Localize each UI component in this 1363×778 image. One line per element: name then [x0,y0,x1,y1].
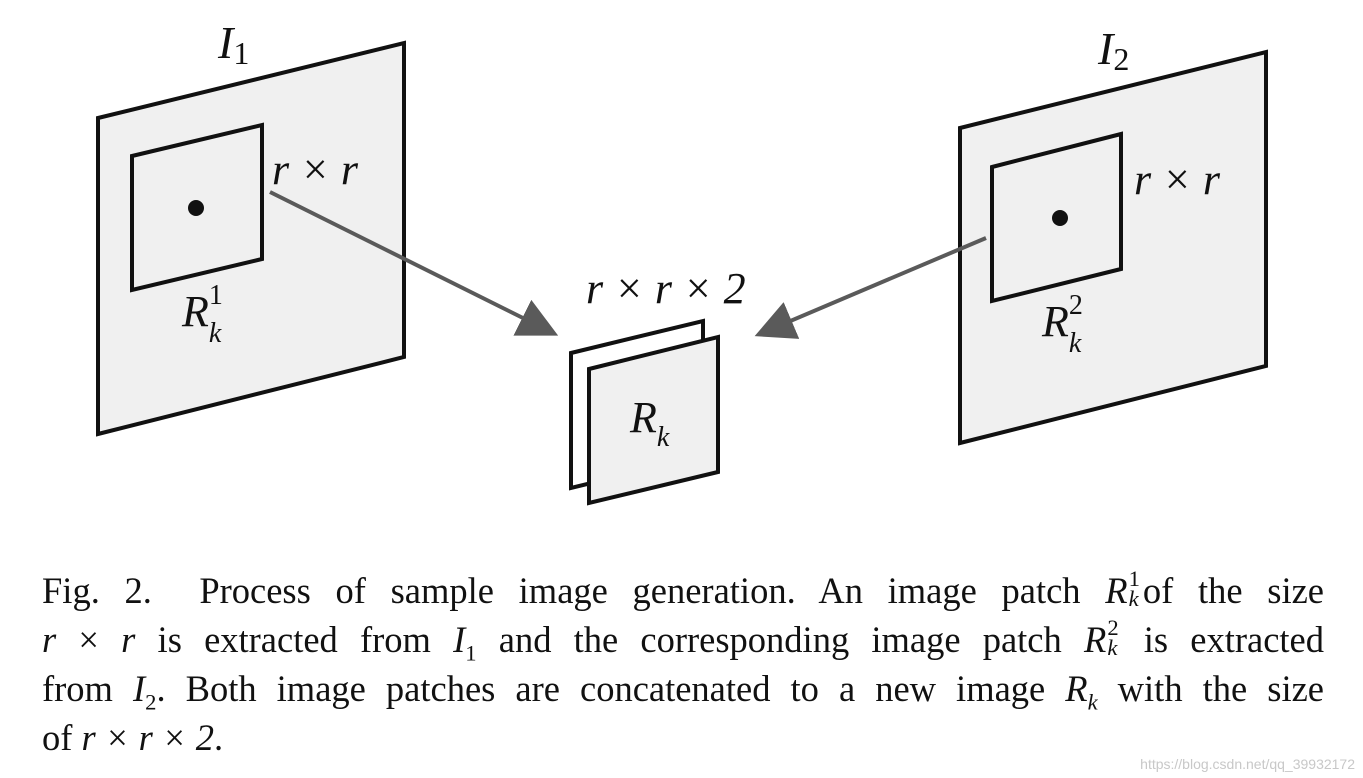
figure-caption: Fig. 2.Process of sample image generatio… [42,566,1324,762]
watermark: https://blog.csdn.net/qq_39932172 [1140,756,1355,772]
combined-front-layer [587,334,720,506]
image-1-panel [96,40,406,437]
image-1-patch-size: r × r [272,145,359,194]
caption-line-4: of r × r × 2. [42,717,224,758]
image-1-label: I1 [217,17,249,71]
image-2-panel [958,49,1268,446]
combined-label: Rk [629,393,670,453]
image-2-patch-size: r × r [1134,155,1221,204]
arrow-from-image-2 [754,236,987,339]
caption-fig-label: Fig. 2. [42,570,152,611]
combined-patch-stack [569,318,720,506]
arrow-from-image-1 [269,190,559,336]
caption-line-2: r × r is extracted from I1 and the corre… [42,615,1324,666]
caption-line-3: from I2. Both image patches are concaten… [42,668,1324,715]
image-2-patch-center [1052,210,1068,226]
image-2-label: I2 [1097,23,1129,77]
image-1-patch-center [188,200,204,216]
caption-line-1: Fig. 2.Process of sample image generatio… [42,566,1324,612]
combined-size-label: r × r × 2 [586,264,746,313]
